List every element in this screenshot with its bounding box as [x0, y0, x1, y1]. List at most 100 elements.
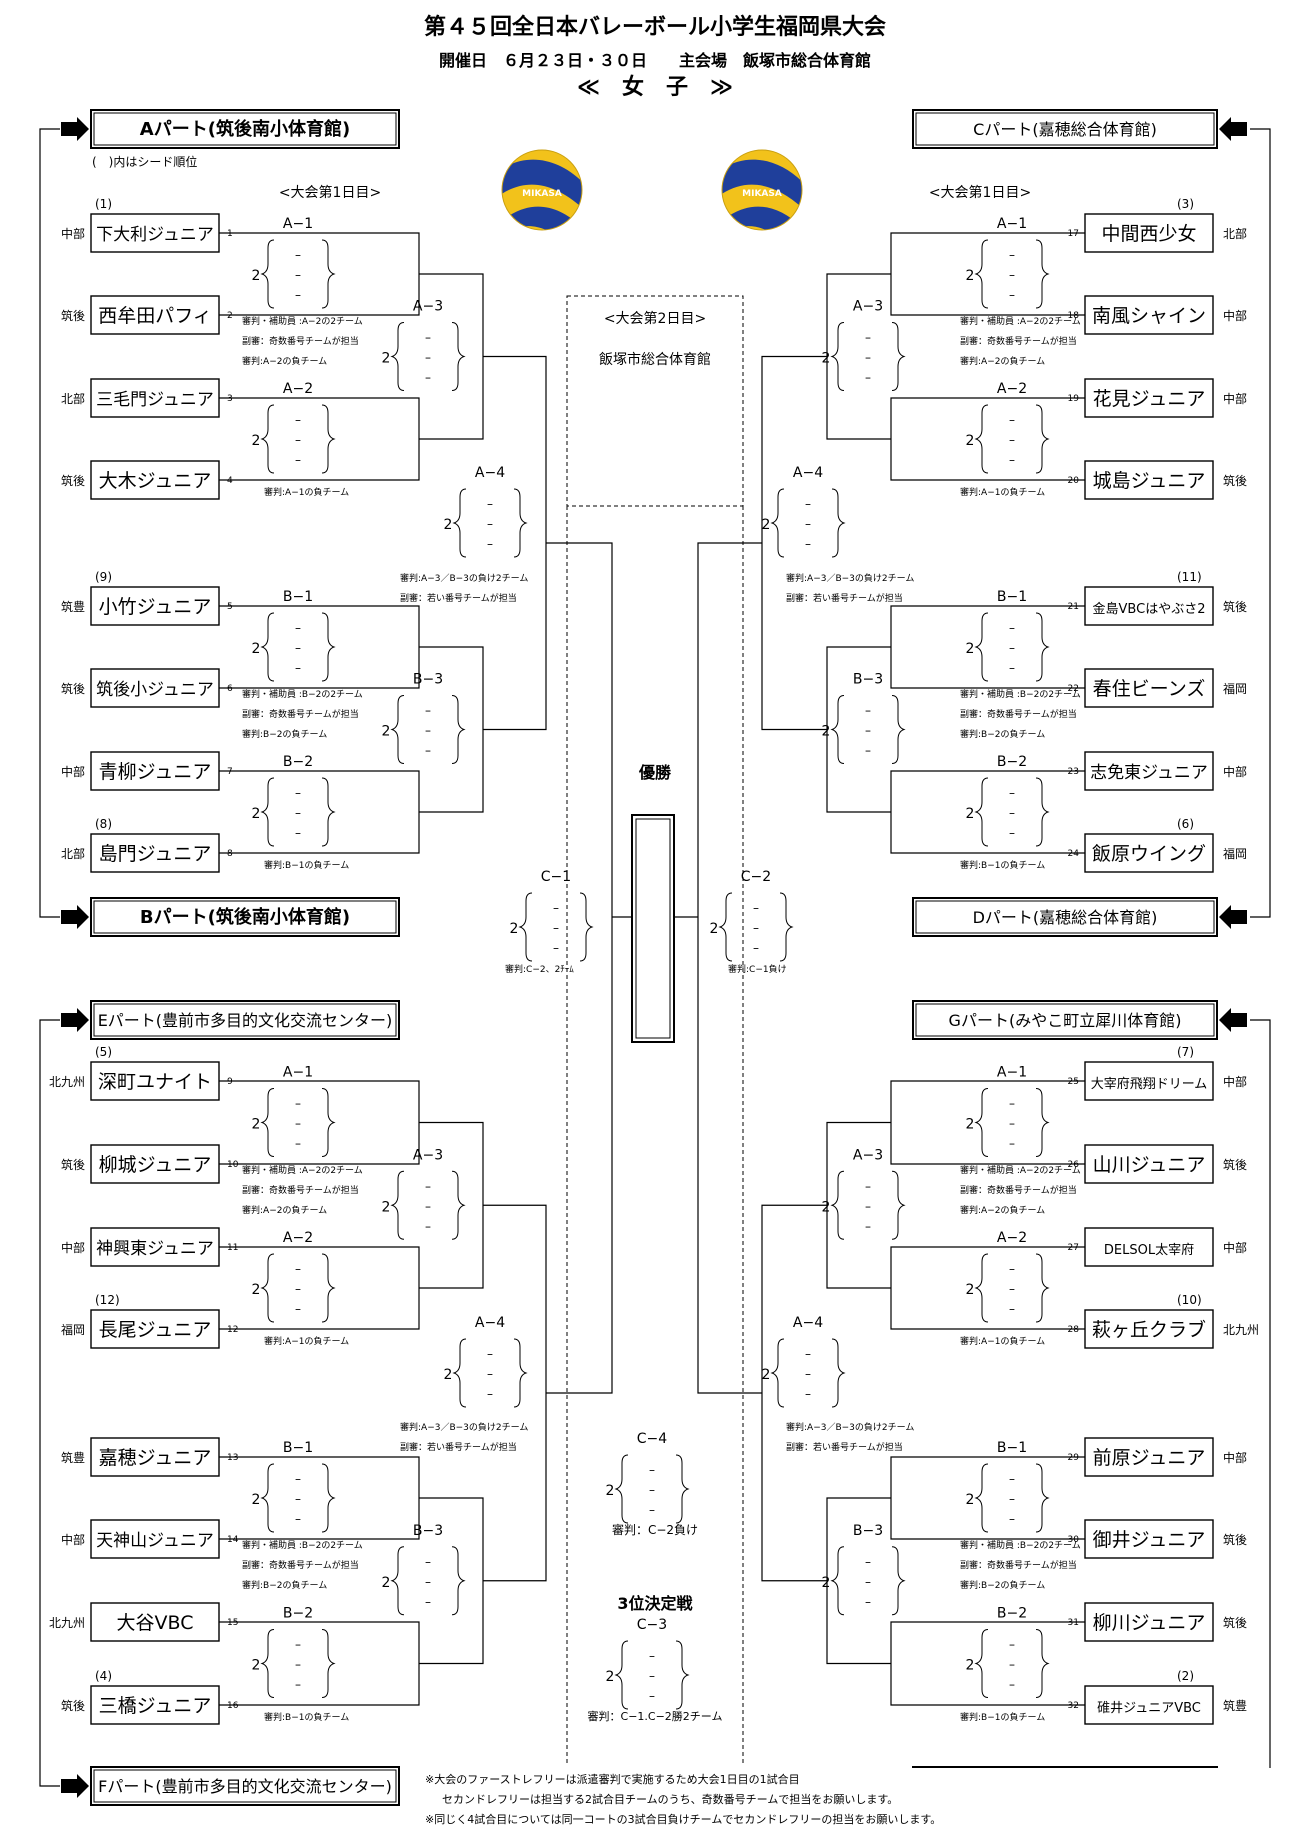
match-dash: –: [295, 433, 301, 447]
match-label: B−2: [997, 1606, 1027, 1622]
match-sets: 2: [606, 1483, 615, 1499]
part-title-d: Dパート(嘉穂総合体育館): [973, 908, 1158, 927]
match-dash: –: [649, 1689, 655, 1703]
team-seed: (9): [95, 570, 112, 584]
match-score-box: A−42–––: [762, 465, 846, 558]
match-dash: –: [295, 268, 301, 282]
match-dash: –: [425, 371, 431, 385]
team-number: 5: [227, 602, 233, 612]
match-dash: –: [805, 517, 811, 531]
match-label: A−3: [413, 299, 443, 315]
team-number: 25: [1068, 1077, 1079, 1087]
match-dash: –: [1009, 1117, 1015, 1131]
part-title-f: Fパート(豊前市多目的文化交流センター): [98, 1777, 392, 1796]
match-dash: –: [295, 1117, 301, 1131]
match-dash: –: [865, 1199, 871, 1213]
match-dash: –: [753, 921, 759, 935]
team-name: 春住ビーンズ: [1093, 678, 1206, 700]
team-number: 1: [227, 229, 233, 239]
team-name: 山川ジュニア: [1093, 1154, 1206, 1176]
referee-note: 審判・補助員 :B−2の2チーム: [242, 1539, 363, 1551]
referee-note: 審判:A−3／B−3の負け2チーム: [786, 1421, 914, 1433]
team-number: 23: [1068, 767, 1079, 777]
team-number: 22: [1068, 684, 1079, 694]
referee-note: 副審：奇数番号チームが担当: [960, 1559, 1077, 1571]
team-region: 中部: [1223, 764, 1247, 779]
referee-note: 審判・補助員 :A−2の2チーム: [960, 315, 1081, 327]
match-dash: –: [1009, 433, 1015, 447]
match-sets: 2: [966, 806, 975, 822]
match-dash: –: [1009, 453, 1015, 467]
match-dash: –: [865, 1179, 871, 1193]
match-dash: –: [295, 413, 301, 427]
match-dash: –: [295, 826, 301, 840]
team-number: 16: [227, 1701, 239, 1711]
match-label: B−1: [997, 1440, 1027, 1456]
match-label: B−3: [853, 672, 883, 688]
team-region: 北九州: [49, 1075, 85, 1089]
arrow-icon: [1219, 905, 1247, 929]
team-number: 27: [1068, 1243, 1079, 1253]
match-dash: –: [295, 621, 301, 635]
match-dash: –: [865, 1219, 871, 1233]
team-region: 中部: [1223, 1450, 1247, 1465]
match-label: B−2: [283, 754, 313, 770]
team-region: 福岡: [1223, 681, 1247, 696]
team-number: 29: [1068, 1453, 1080, 1463]
referee-note: 副審：若い番号チームが担当: [400, 1441, 517, 1453]
match-label: A−1: [997, 216, 1027, 232]
match-score-box: B−12–––: [966, 1440, 1050, 1533]
match-sets: 2: [444, 517, 453, 533]
match-dash: –: [295, 1262, 301, 1276]
team-region: 筑豊: [1223, 1698, 1247, 1713]
match-dash: –: [1009, 786, 1015, 800]
match-dash: –: [295, 1302, 301, 1316]
match-label: A−1: [997, 1065, 1027, 1081]
match-sets: 2: [252, 641, 261, 657]
team-region: 福岡: [1223, 846, 1247, 861]
footer-note-3: ※同じく4試合目については同一コートの3試合目負けチームでセカンドレフリーの担当…: [425, 1812, 941, 1826]
match-label: C−1: [541, 869, 571, 885]
part-header-a: Aパート(筑後南小体育館): [61, 109, 400, 149]
match-sets: 2: [252, 1282, 261, 1298]
match-dash: –: [753, 941, 759, 955]
match-label: A−4: [475, 465, 505, 481]
team-name: 嘉穂ジュニア: [99, 1447, 212, 1469]
third-place-title: 3位決定戦: [617, 1594, 693, 1613]
match-score-box: C−42–––: [606, 1431, 690, 1524]
team-number: 2: [227, 311, 233, 321]
day2-label: <大会第2日目>: [604, 310, 706, 327]
team-number: 15: [227, 1618, 238, 1628]
match-sets: 2: [382, 351, 391, 367]
match-sets: 2: [382, 1199, 391, 1215]
day1-label-right: <大会第1日目>: [929, 184, 1031, 201]
team-name: 深町ユナイト: [98, 1071, 212, 1093]
referee-note: 審判:A−1の負チーム: [960, 1335, 1045, 1347]
match-label: B−1: [283, 1440, 313, 1456]
team-slot: 南風シャイン中部18: [1068, 295, 1247, 335]
match-dash: –: [487, 1387, 493, 1401]
referee-note: 審判:A−1の負チーム: [264, 486, 349, 498]
match-dash: –: [295, 1658, 301, 1672]
match-sets: 2: [252, 1658, 261, 1674]
match-dash: –: [295, 786, 301, 800]
team-slot: 志免東ジュニア中部23: [1068, 751, 1247, 791]
team-name: 三毛門ジュニア: [96, 390, 214, 410]
match-score-box: C−22–––: [710, 869, 794, 962]
match-sets: 2: [510, 921, 519, 937]
match-dash: –: [295, 1678, 301, 1692]
team-name: 城島ジュニア: [1093, 470, 1206, 492]
team-slot: 柳川ジュニア筑後31: [1068, 1602, 1247, 1642]
match-score-box: B−12–––: [252, 589, 336, 682]
match-label: A−4: [475, 1315, 505, 1331]
team-name: 小竹ジュニア: [99, 596, 212, 618]
match-dash: –: [805, 1367, 811, 1381]
team-seed: (4): [95, 1669, 112, 1683]
match-sets: 2: [966, 641, 975, 657]
team-slot: 城島ジュニア筑後20: [1068, 460, 1247, 500]
team-region: 筑後: [61, 1698, 85, 1713]
part-title-c: Cパート(嘉穂総合体育館): [973, 120, 1157, 139]
